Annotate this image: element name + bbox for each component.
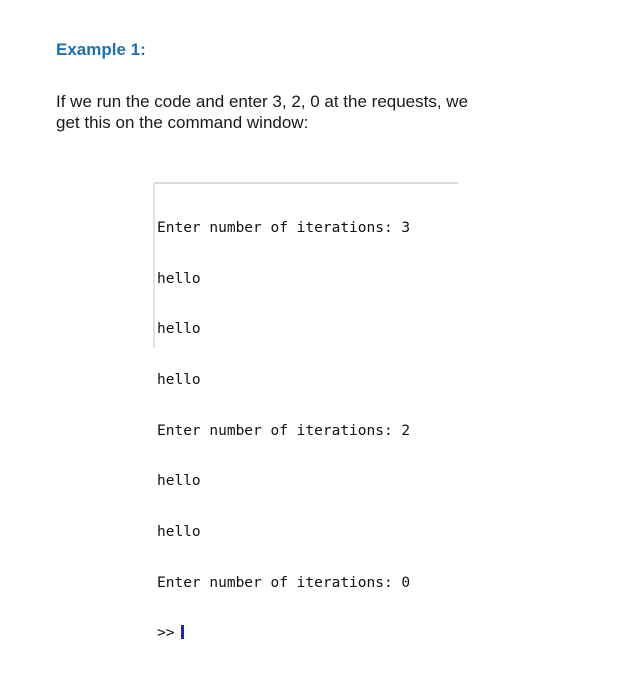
console-prompt-row: >> (157, 625, 410, 642)
slide-body: If we run the code and enter 3, 2, 0 at … (56, 91, 596, 133)
body-line: If we run the code and enter 3, 2, 0 at … (56, 92, 469, 111)
console-line: Enter number of iterations: 3 (157, 219, 411, 236)
console-line: hello (157, 321, 201, 338)
console-line: hello (157, 524, 201, 541)
console-line: hello (157, 371, 201, 388)
window-left-edge (153, 182, 155, 348)
slide-title: Example 1: (56, 40, 146, 59)
console-line: Enter number of iterations: 0 (157, 574, 411, 591)
console-prompt: >> (157, 625, 175, 642)
window-top-edge (153, 182, 458, 184)
command-window-screenshot: Enter number of iterations: 3 hello hell… (150, 180, 460, 641)
console-line: hello (157, 473, 201, 490)
body-line: get this on the command window: (56, 113, 309, 132)
console-line: Enter number of iterations: 2 (157, 422, 411, 439)
text-cursor (181, 625, 185, 640)
console-line: hello (157, 270, 201, 287)
console-output: Enter number of iterations: 3 hello hell… (157, 186, 410, 676)
